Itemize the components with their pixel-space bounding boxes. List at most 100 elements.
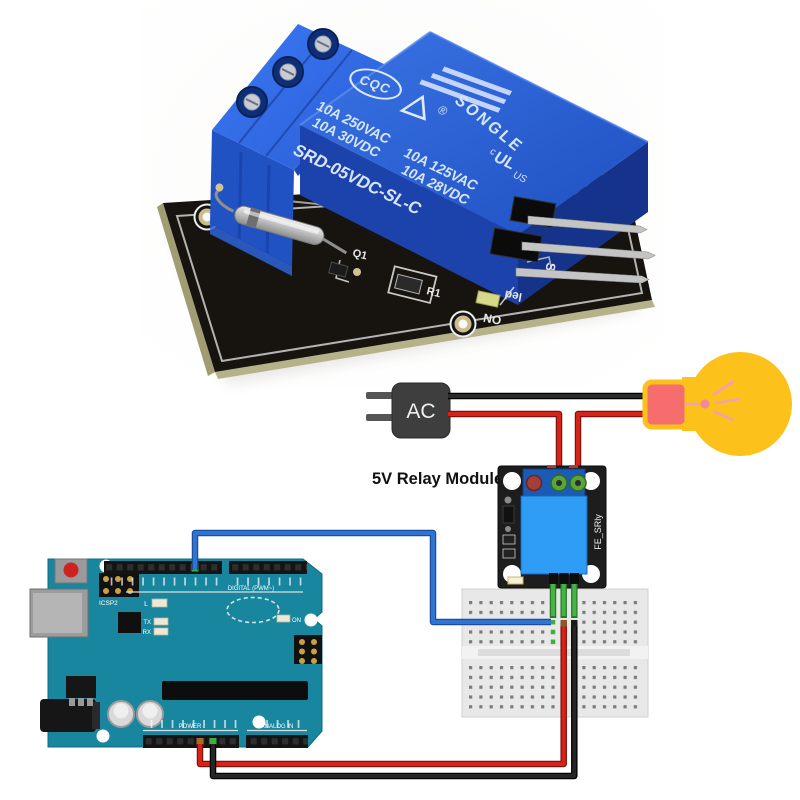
relay-edge xyxy=(299,31,431,126)
icsp2-label: ICSP2 xyxy=(99,600,118,607)
module-via xyxy=(504,496,512,504)
terminal-screw xyxy=(236,86,268,118)
solder-pad xyxy=(353,268,361,276)
smd-resistor xyxy=(394,273,423,295)
terminal-groove xyxy=(238,36,326,144)
plug-prong xyxy=(366,414,394,421)
screw-slot xyxy=(575,480,581,486)
photo-pins xyxy=(489,195,656,284)
wire-blue-signal xyxy=(193,531,551,624)
on-label: ON xyxy=(292,618,301,624)
terminal-slot xyxy=(265,164,271,259)
silk-led: led xyxy=(504,288,524,305)
header-pin xyxy=(527,215,648,234)
led-rx xyxy=(153,627,169,636)
bulb-base xyxy=(642,379,690,430)
header-pin xyxy=(515,267,650,284)
silk-r1: R1 xyxy=(425,285,442,300)
relay-module-diagram: FE_SRly xyxy=(497,465,607,618)
analog-in-label: ANALOG IN xyxy=(261,724,294,730)
pin-labels-silk xyxy=(248,718,306,728)
hookup-wires xyxy=(191,529,578,780)
module-relay-body xyxy=(520,495,588,575)
module-silk-label: FE_SRly xyxy=(593,514,603,550)
pin-labels-silk xyxy=(146,718,238,728)
arduino-hole xyxy=(304,613,318,627)
rx-label: RX xyxy=(143,630,151,636)
header-pin xyxy=(521,241,656,260)
breadboard-holes-bottom xyxy=(469,666,641,711)
power-jack-tip xyxy=(92,702,100,729)
led-on xyxy=(276,614,291,623)
icsp-header xyxy=(294,635,322,664)
diagram-title: 5V Relay Module xyxy=(372,470,503,488)
wire-red xyxy=(448,412,561,480)
smd-transistor xyxy=(328,261,349,278)
plug-prong xyxy=(366,392,394,399)
relay-module-photo: CQC ® SONGLE 10A 250VAC 10A 30VDC 10A 12… xyxy=(140,0,665,388)
digital-header-pins xyxy=(104,561,222,574)
pin-labels-silk xyxy=(106,577,220,587)
module-pin-socket xyxy=(549,573,558,584)
module-diode xyxy=(502,505,515,524)
crystal-outline xyxy=(226,596,280,624)
screw-nc xyxy=(525,474,543,492)
terminal-silk-mark xyxy=(569,465,578,468)
solder-pad xyxy=(215,183,224,192)
usb-connector-top xyxy=(33,593,82,633)
module-hole xyxy=(503,472,521,490)
terminal-groove xyxy=(265,49,353,157)
diode-lead xyxy=(322,237,348,255)
silk-bracket xyxy=(387,265,438,304)
plug-body xyxy=(391,382,451,439)
pin-labels-silk xyxy=(230,577,306,587)
digital-header-pins xyxy=(229,561,307,574)
relay-top-face xyxy=(300,32,648,235)
ul-us: US xyxy=(510,170,529,185)
status-led xyxy=(475,290,501,308)
silk-on: ON xyxy=(482,310,502,327)
reset-button xyxy=(63,562,79,578)
arduino-hole xyxy=(96,729,110,743)
led-tx xyxy=(153,617,169,626)
pin-5v-connection xyxy=(196,738,204,745)
led-l-label: L xyxy=(144,601,148,608)
wire-red-tip xyxy=(560,620,567,627)
power-jack xyxy=(40,699,96,732)
mains-wires xyxy=(448,392,648,480)
cqc-oval xyxy=(349,68,402,100)
digital-label: DIGITAL (PWM~) xyxy=(228,586,275,592)
diode-highlight xyxy=(243,209,319,235)
terminal-top xyxy=(212,24,384,170)
wire-red xyxy=(576,412,648,480)
terminal-silk-mark xyxy=(547,465,556,468)
photo-silkscreen: Q1 R1 S led ON xyxy=(328,247,559,327)
module-smd xyxy=(502,548,516,559)
mounting-hole xyxy=(449,310,477,338)
module-pins-green xyxy=(549,584,578,618)
module-pin-socket xyxy=(570,573,579,584)
module-led xyxy=(507,576,524,585)
led-l xyxy=(151,598,168,608)
module-smd xyxy=(502,534,516,545)
analog-header-pins xyxy=(246,735,308,748)
terminal-screw xyxy=(272,56,304,88)
terminal-slot xyxy=(237,151,243,245)
silk-q1: Q1 xyxy=(351,247,368,262)
module-via xyxy=(505,526,511,532)
wire-red-5v xyxy=(198,623,566,766)
terminal-bottom-edge xyxy=(210,224,292,276)
bulb-glass xyxy=(688,352,792,456)
triangle-cert-icon xyxy=(399,94,426,121)
ac-plug-label: AC xyxy=(406,400,435,423)
pin-gnd-connection xyxy=(209,738,217,745)
ac-plug: AC xyxy=(366,382,451,439)
capacitor-top xyxy=(113,703,129,719)
wire-black-gnd xyxy=(211,623,577,778)
relay-front-face xyxy=(300,125,518,305)
screw-slot xyxy=(556,480,562,486)
terminal-screw xyxy=(307,28,339,60)
breadboard-groove xyxy=(478,649,630,656)
